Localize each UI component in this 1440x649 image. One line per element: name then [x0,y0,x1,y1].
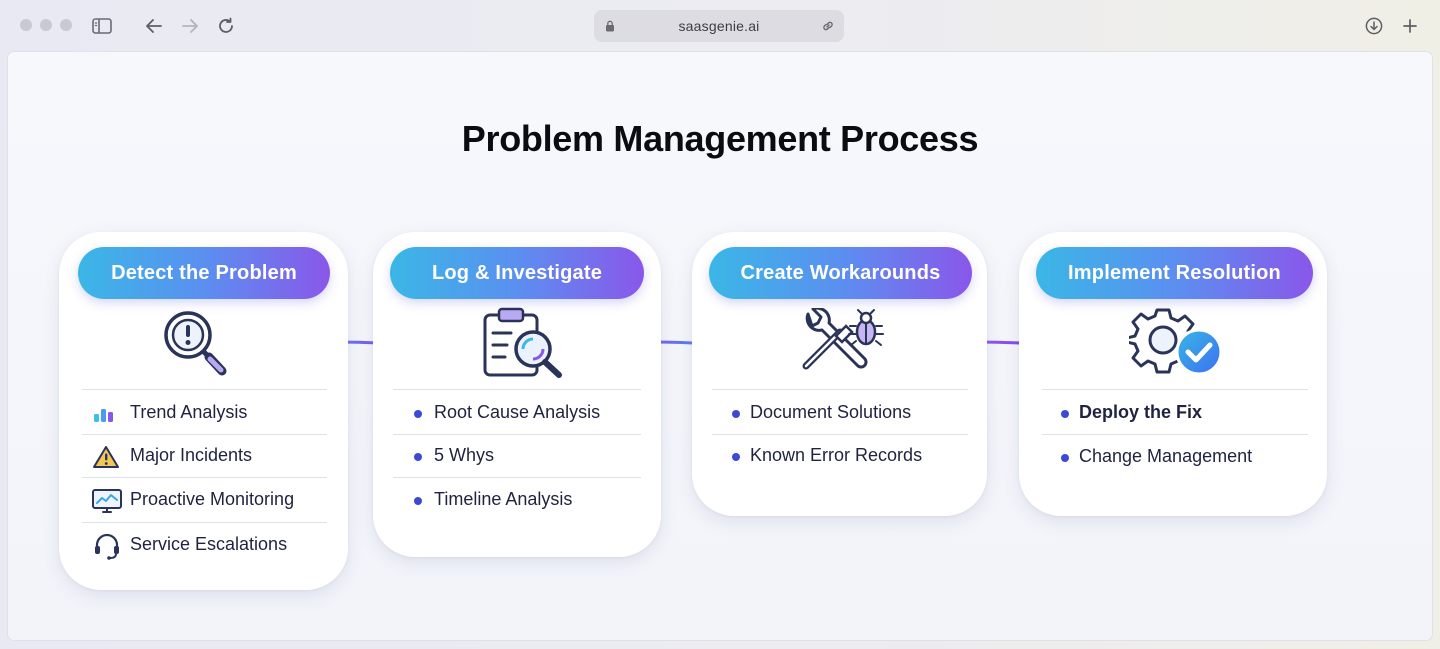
list-item-label: Document Solutions [750,402,912,422]
stage-card-resolution: Implement Resolution Deploy the Fix Chan… [1019,232,1327,516]
reload-icon[interactable] [216,16,236,36]
divider [82,522,327,523]
list-item-label: Root Cause Analysis [434,402,601,422]
bullet-dot [732,453,740,461]
stage-card-investigate: Log & Investigate Root Cause Analysis 5 … [373,232,661,557]
bullet-dot [732,410,740,418]
divider [393,389,641,390]
divider [82,477,327,478]
window-minimize-button[interactable] [40,19,52,31]
address-bar[interactable]: saasgenie.ai [594,10,844,42]
new-tab-icon[interactable] [1400,16,1420,36]
lock-icon [604,19,616,33]
stage-title-pill: Log & Investigate [390,247,644,299]
page-title: Problem Management Process [461,118,979,159]
bullet-dot [414,497,422,505]
magnifier-alert-icon [160,305,240,381]
link-icon[interactable] [820,18,836,34]
list-item-label: Service Escalations [130,534,288,554]
divider [393,477,641,478]
bullet-dot [414,453,422,461]
divider [712,389,968,390]
back-arrow-icon[interactable] [144,16,164,36]
divider [393,434,641,435]
divider [1042,389,1308,390]
clipboard-search-icon [481,307,573,379]
list-item-label: 5 Whys [434,445,495,465]
stage-title-pill: Create Workarounds [709,247,972,299]
page-content: Problem Management Process Detect the Pr… [8,52,1432,640]
list-item-label: Trend Analysis [130,402,248,422]
monitor-icon [91,488,123,514]
download-icon[interactable] [1364,16,1384,36]
list-item-label: Timeline Analysis [434,489,573,509]
stage-card-workarounds: Create Workarounds Document Solutions Kn… [692,232,987,516]
stage-card-detect: Detect the Problem Trend Analysis Major … [59,232,348,590]
divider [82,434,327,435]
sidebar-toggle-icon[interactable] [92,17,112,35]
bullet-dot [414,410,422,418]
list-item-label: Known Error Records [750,445,923,465]
bar-chart-icon [92,404,120,424]
browser-toolbar: saasgenie.ai [0,0,1440,52]
headset-icon [92,531,122,561]
list-item-label: Major Incidents [130,445,253,465]
tools-bug-icon [798,306,890,378]
stage-title-pill: Detect the Problem [78,247,330,299]
divider [1042,434,1308,435]
list-item-label: Deploy the Fix [1079,402,1203,422]
divider [712,434,968,435]
divider [82,389,327,390]
warning-icon [92,445,120,469]
window-close-button[interactable] [20,19,32,31]
list-item-label: Change Management [1079,446,1253,466]
bullet-dot [1061,410,1069,418]
gear-check-icon [1125,306,1225,380]
window-zoom-button[interactable] [60,19,72,31]
url-text: saasgenie.ai [678,18,760,34]
bullet-dot [1061,454,1069,462]
list-item-label: Proactive Monitoring [130,489,295,509]
forward-arrow-icon[interactable] [180,16,200,36]
stage-title-pill: Implement Resolution [1036,247,1313,299]
